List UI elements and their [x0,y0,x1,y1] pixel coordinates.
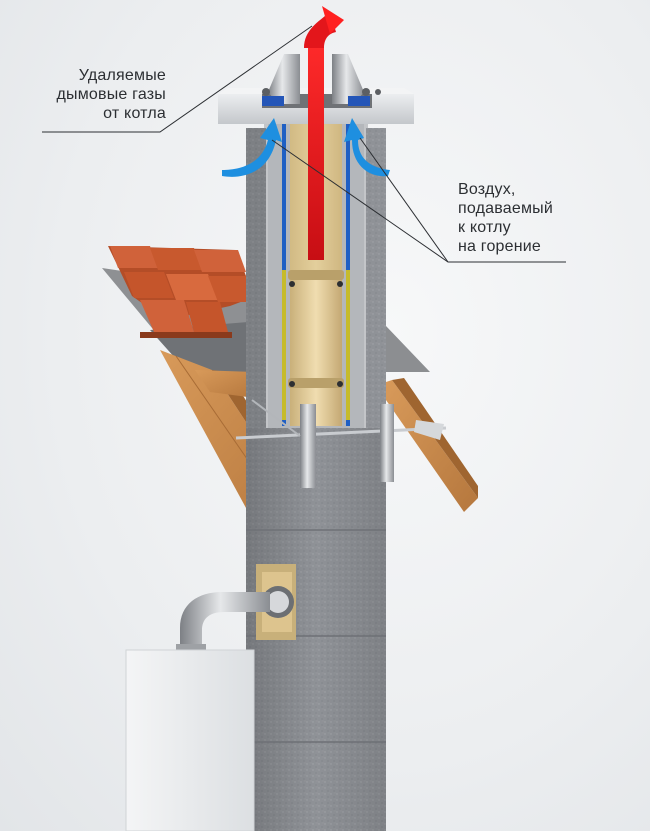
combustion-air-label: Воздух, подаваемый к котлу на горение [458,180,578,256]
boiler-connection [176,564,296,652]
air-channel [282,108,350,426]
flue-gas-label-line-2: дымовые газы [56,86,166,103]
combustion-air-label-line-4: на горение [458,238,542,255]
roof-tiles [108,246,246,338]
air-inlet-arrow-icon [222,118,390,177]
roof-right [386,326,478,512]
flue-gas-label-line-3: от котла [103,105,166,122]
combustion-air-label-line-3: к котлу [458,219,511,236]
combustion-air-label-line-2: подаваемый [458,200,553,217]
support-brackets [235,399,447,488]
leader-lines [42,25,566,263]
flue-gas-label-line-1: Удаляемые [78,67,166,84]
combustion-air-label-line-1: Воздух, [458,181,516,198]
flue-gas-label: Удаляемые дымовые газы от котла [42,66,166,123]
boiler-unit [125,649,255,831]
flue-gas-arrow-icon [304,6,344,260]
